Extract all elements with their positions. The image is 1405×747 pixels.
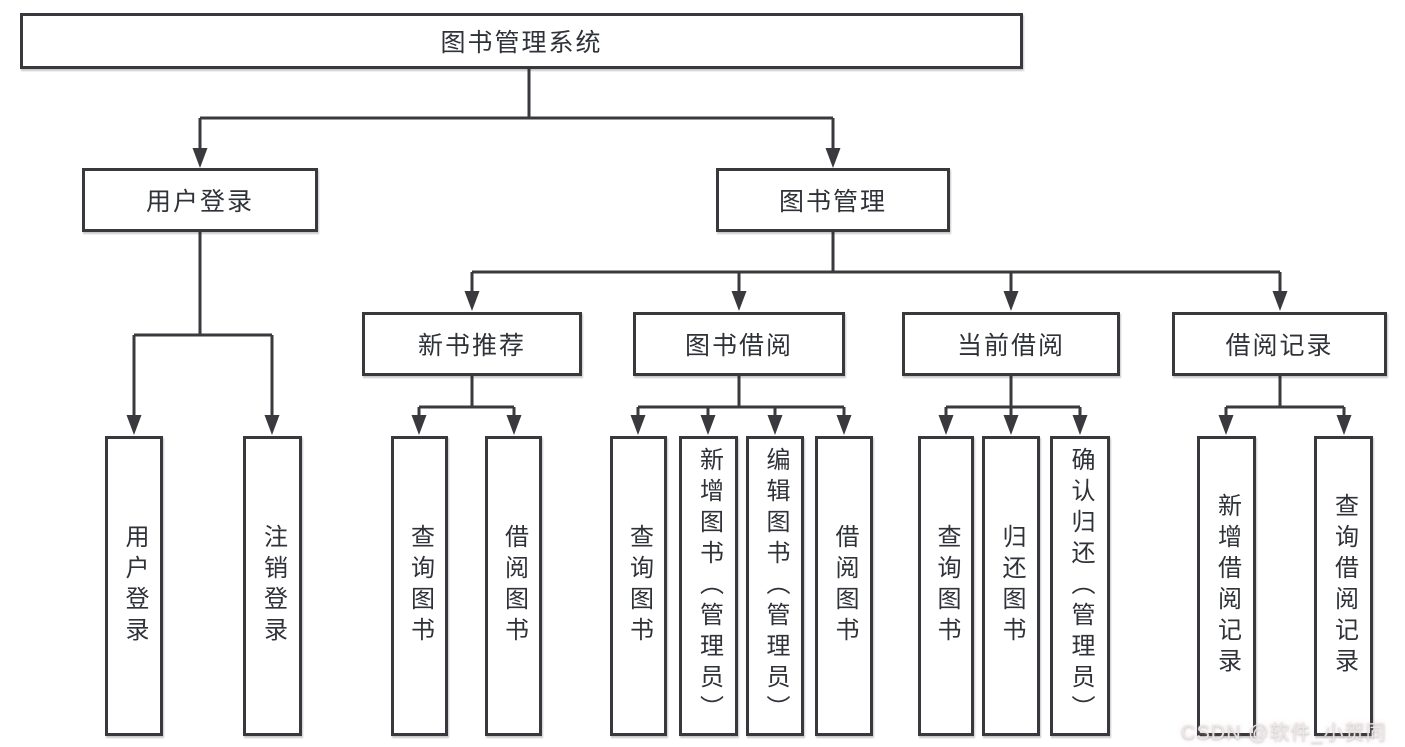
node-current-borrow: 当前借阅 [902,312,1120,376]
leaf-edit-book-admin: 编辑图书（管理员） [746,436,804,736]
leaf-confirm-return-admin: 确认归还（管理员） [1050,436,1110,736]
node-user-login: 用户登录 [82,168,318,232]
node-new-book-recommend: 新书推荐 [362,312,582,376]
leaf-query-borrow-record: 查询借阅记录 [1314,436,1373,736]
leaf-return-book: 归还图书 [982,436,1040,736]
leaf-borrow-books: 借阅图书 [815,436,873,736]
leaf-current-query-books: 查询图书 [918,436,974,736]
csdn-watermark: CSDN @软件_小贺同学 [1181,722,1387,744]
leaf-recommend-borrow-books: 借阅图书 [485,436,542,736]
node-book-borrow: 图书借阅 [633,312,845,376]
leaf-add-borrow-record: 新增借阅记录 [1197,436,1256,736]
node-borrow-records: 借阅记录 [1172,312,1387,376]
node-book-management: 图书管理 [716,168,950,232]
leaf-borrow-query-books: 查询图书 [610,436,667,736]
node-root: 图书管理系统 [20,13,1023,69]
leaf-logout: 注销登录 [243,436,302,736]
leaf-recommend-query-books: 查询图书 [391,436,448,736]
leaf-user-login: 用户登录 [105,436,163,736]
leaf-add-book-admin: 新增图书（管理员） [679,436,738,736]
